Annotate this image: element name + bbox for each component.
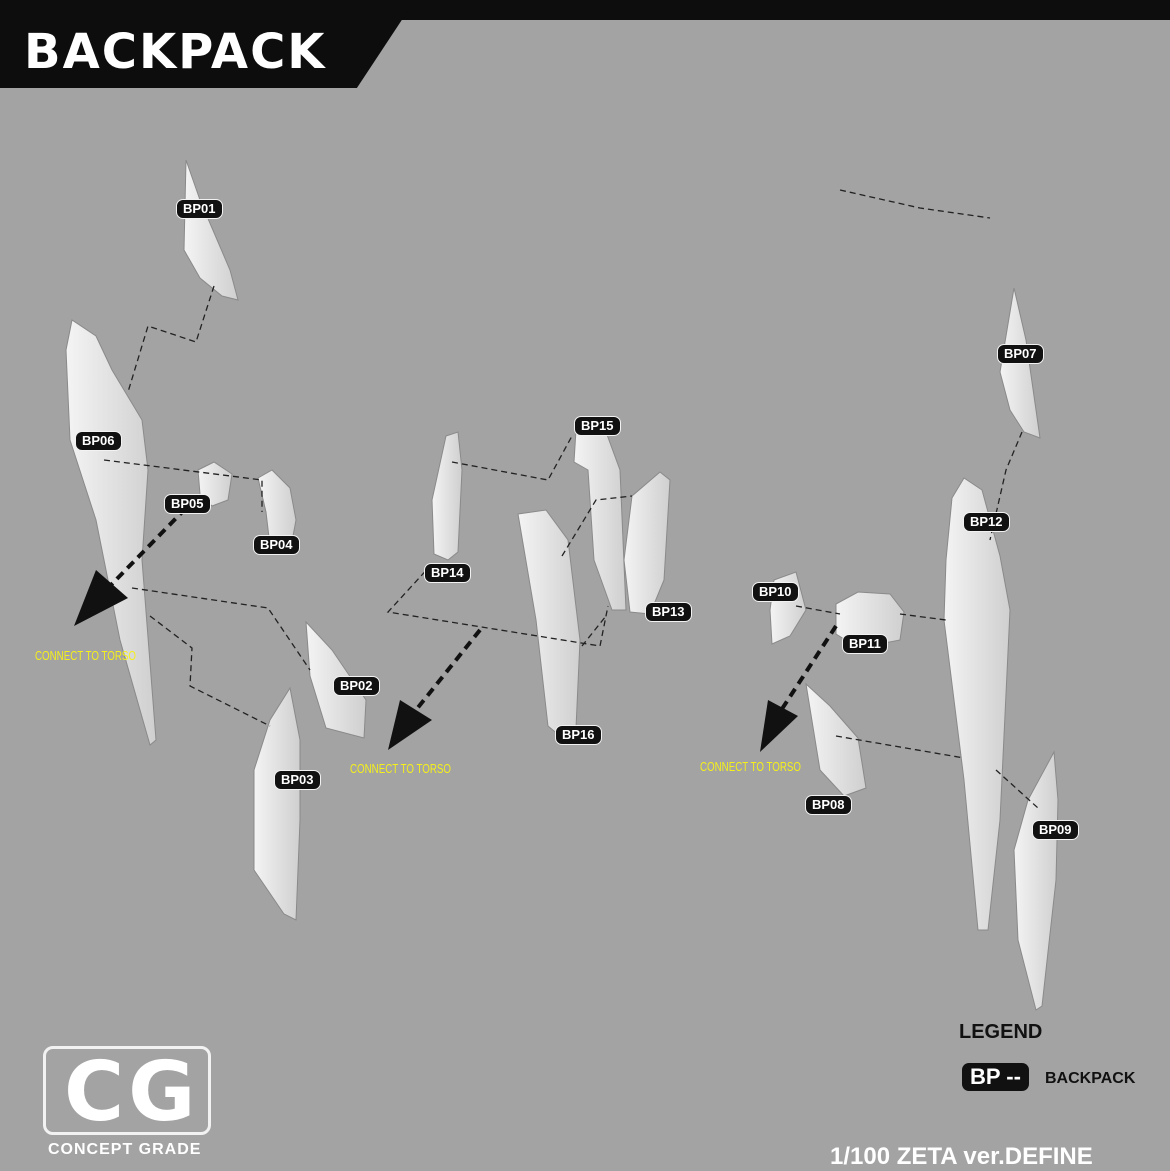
part-label-bp16: BP16 — [555, 725, 602, 745]
part-label-bp03: BP03 — [274, 770, 321, 790]
torso-arrow-center-head — [388, 700, 432, 750]
connect-note-left: CONNECT TO TORSO — [35, 648, 136, 663]
part-label-bp12: BP12 — [963, 512, 1010, 532]
guide-top — [840, 190, 990, 218]
part-label-bp04: BP04 — [253, 535, 300, 555]
part-bp12-shape — [944, 478, 1010, 930]
torso-arrow-center-line — [416, 630, 480, 710]
part-label-bp09: BP09 — [1032, 820, 1079, 840]
part-bp09-shape — [1014, 752, 1058, 1010]
part-label-bp07: BP07 — [997, 344, 1044, 364]
guide-bp01 — [128, 286, 214, 392]
part-bp01-shape — [184, 160, 238, 300]
guide-bp03 — [150, 616, 270, 726]
connect-note-center: CONNECT TO TORSO — [350, 761, 451, 776]
guide-bp11 — [900, 614, 946, 620]
part-label-bp13: BP13 — [645, 602, 692, 622]
part-label-bp08: BP08 — [805, 795, 852, 815]
logo-letters: CG — [64, 1045, 199, 1140]
part-bp15-shape — [574, 430, 626, 610]
torso-arrow-right-head — [760, 700, 798, 752]
part-label-bp02: BP02 — [333, 676, 380, 696]
legend-description: BACKPACK — [1045, 1070, 1135, 1088]
part-label-bp10: BP10 — [752, 582, 799, 602]
part-bp03-shape — [254, 688, 300, 920]
part-label-bp01: BP01 — [176, 199, 223, 219]
part-bp16-shape — [518, 510, 580, 736]
part-bp06-shape — [66, 320, 156, 745]
legend-title: LEGEND — [959, 1021, 1042, 1044]
part-label-bp06: BP06 — [75, 431, 122, 451]
model-title: 1/100 ZETA ver.DEFINE — [830, 1143, 1093, 1171]
guide-bp14 — [452, 436, 572, 480]
logo-subtitle: CONCEPT GRADE — [48, 1141, 201, 1159]
guide-bp02 — [132, 588, 310, 670]
legend-code: BP -- — [962, 1063, 1029, 1091]
part-label-bp15: BP15 — [574, 416, 621, 436]
part-label-bp11: BP11 — [842, 634, 888, 654]
part-bp13-shape — [624, 472, 670, 614]
connect-note-right: CONNECT TO TORSO — [700, 759, 801, 774]
part-label-bp05: BP05 — [164, 494, 211, 514]
part-label-bp14: BP14 — [424, 563, 471, 583]
part-bp14-shape — [432, 432, 462, 560]
